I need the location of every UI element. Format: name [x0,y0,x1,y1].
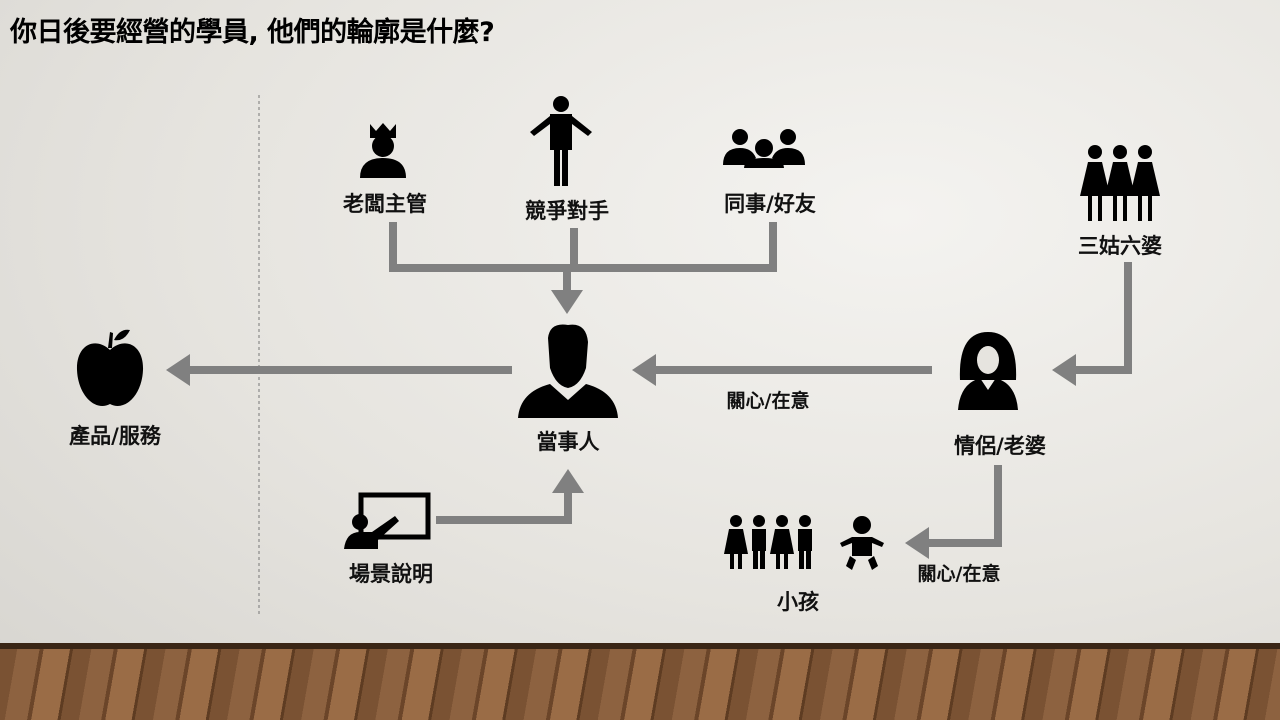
node-boss-label: 老闆主管 [343,192,427,216]
node-product-label: 產品/服務 [69,424,161,448]
arrow-scene-to-self [436,469,584,524]
person-icon [518,324,618,418]
node-relatives-label: 三姑六婆 [1078,234,1162,258]
node-scene-label: 場景說明 [349,562,433,586]
connector-top-merge [389,222,777,272]
woman-icon [958,332,1018,410]
node-colleagues-label: 同事/好友 [724,192,816,216]
colleagues-icon [723,129,805,168]
node-partner-label: 情侶/老婆 [954,434,1046,458]
edge-label-partner-self: 關心/在意 [726,390,810,412]
presentation-icon [344,492,431,549]
boss-icon [360,123,406,178]
node-children-label: 小孩 [777,590,819,614]
children-group-icon [724,515,812,569]
node-competitor-label: 競爭對手 [525,199,609,223]
edge-label-partner-children: 關心/在意 [917,563,1001,585]
node-self-label: 當事人 [536,430,600,454]
wood-floor [0,643,1280,720]
baby-icon [840,516,884,570]
competitor-icon [530,96,592,186]
arrow-relatives-to-partner [1052,262,1132,386]
slide-title: 你日後要經營的學員, 他們的輪廓是什麼? [10,17,495,48]
apple-icon [76,329,144,406]
relatives-icon [1080,145,1160,221]
arrow-partner-to-children [905,465,1002,559]
